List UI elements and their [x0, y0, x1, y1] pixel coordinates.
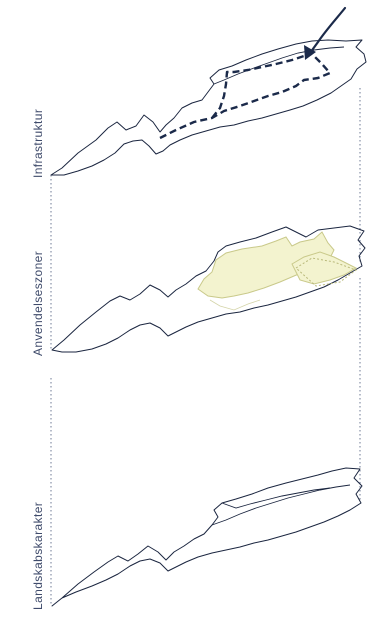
landscape-outline-middle	[51, 225, 366, 353]
landscape-character-ridge-1	[211, 484, 351, 526]
zone-area-secondary	[291, 251, 358, 285]
arrow-head	[304, 45, 316, 60]
landscape-outline-top	[50, 39, 367, 176]
layer-label-infrastructure: Infrastruktur	[31, 108, 45, 178]
arrow-icon	[308, 6, 347, 55]
infrastructure-route	[159, 50, 332, 140]
connector-lines	[50, 88, 361, 606]
layer-label-zones: Anvendelseszoner	[31, 250, 45, 356]
landscape-outline-bottom	[51, 467, 363, 607]
zones-layer	[51, 225, 366, 353]
landscape-layer	[51, 467, 363, 607]
layer-label-landscape: Landskabskarakter	[31, 501, 45, 610]
zone-highlight-dashed	[295, 257, 358, 287]
zone-outline-lower	[209, 299, 261, 311]
zone-area	[197, 231, 335, 299]
landscape-character-ridge-2	[221, 487, 331, 509]
infrastructure-layer	[50, 6, 367, 176]
landscape-inner-ridge	[213, 46, 345, 85]
